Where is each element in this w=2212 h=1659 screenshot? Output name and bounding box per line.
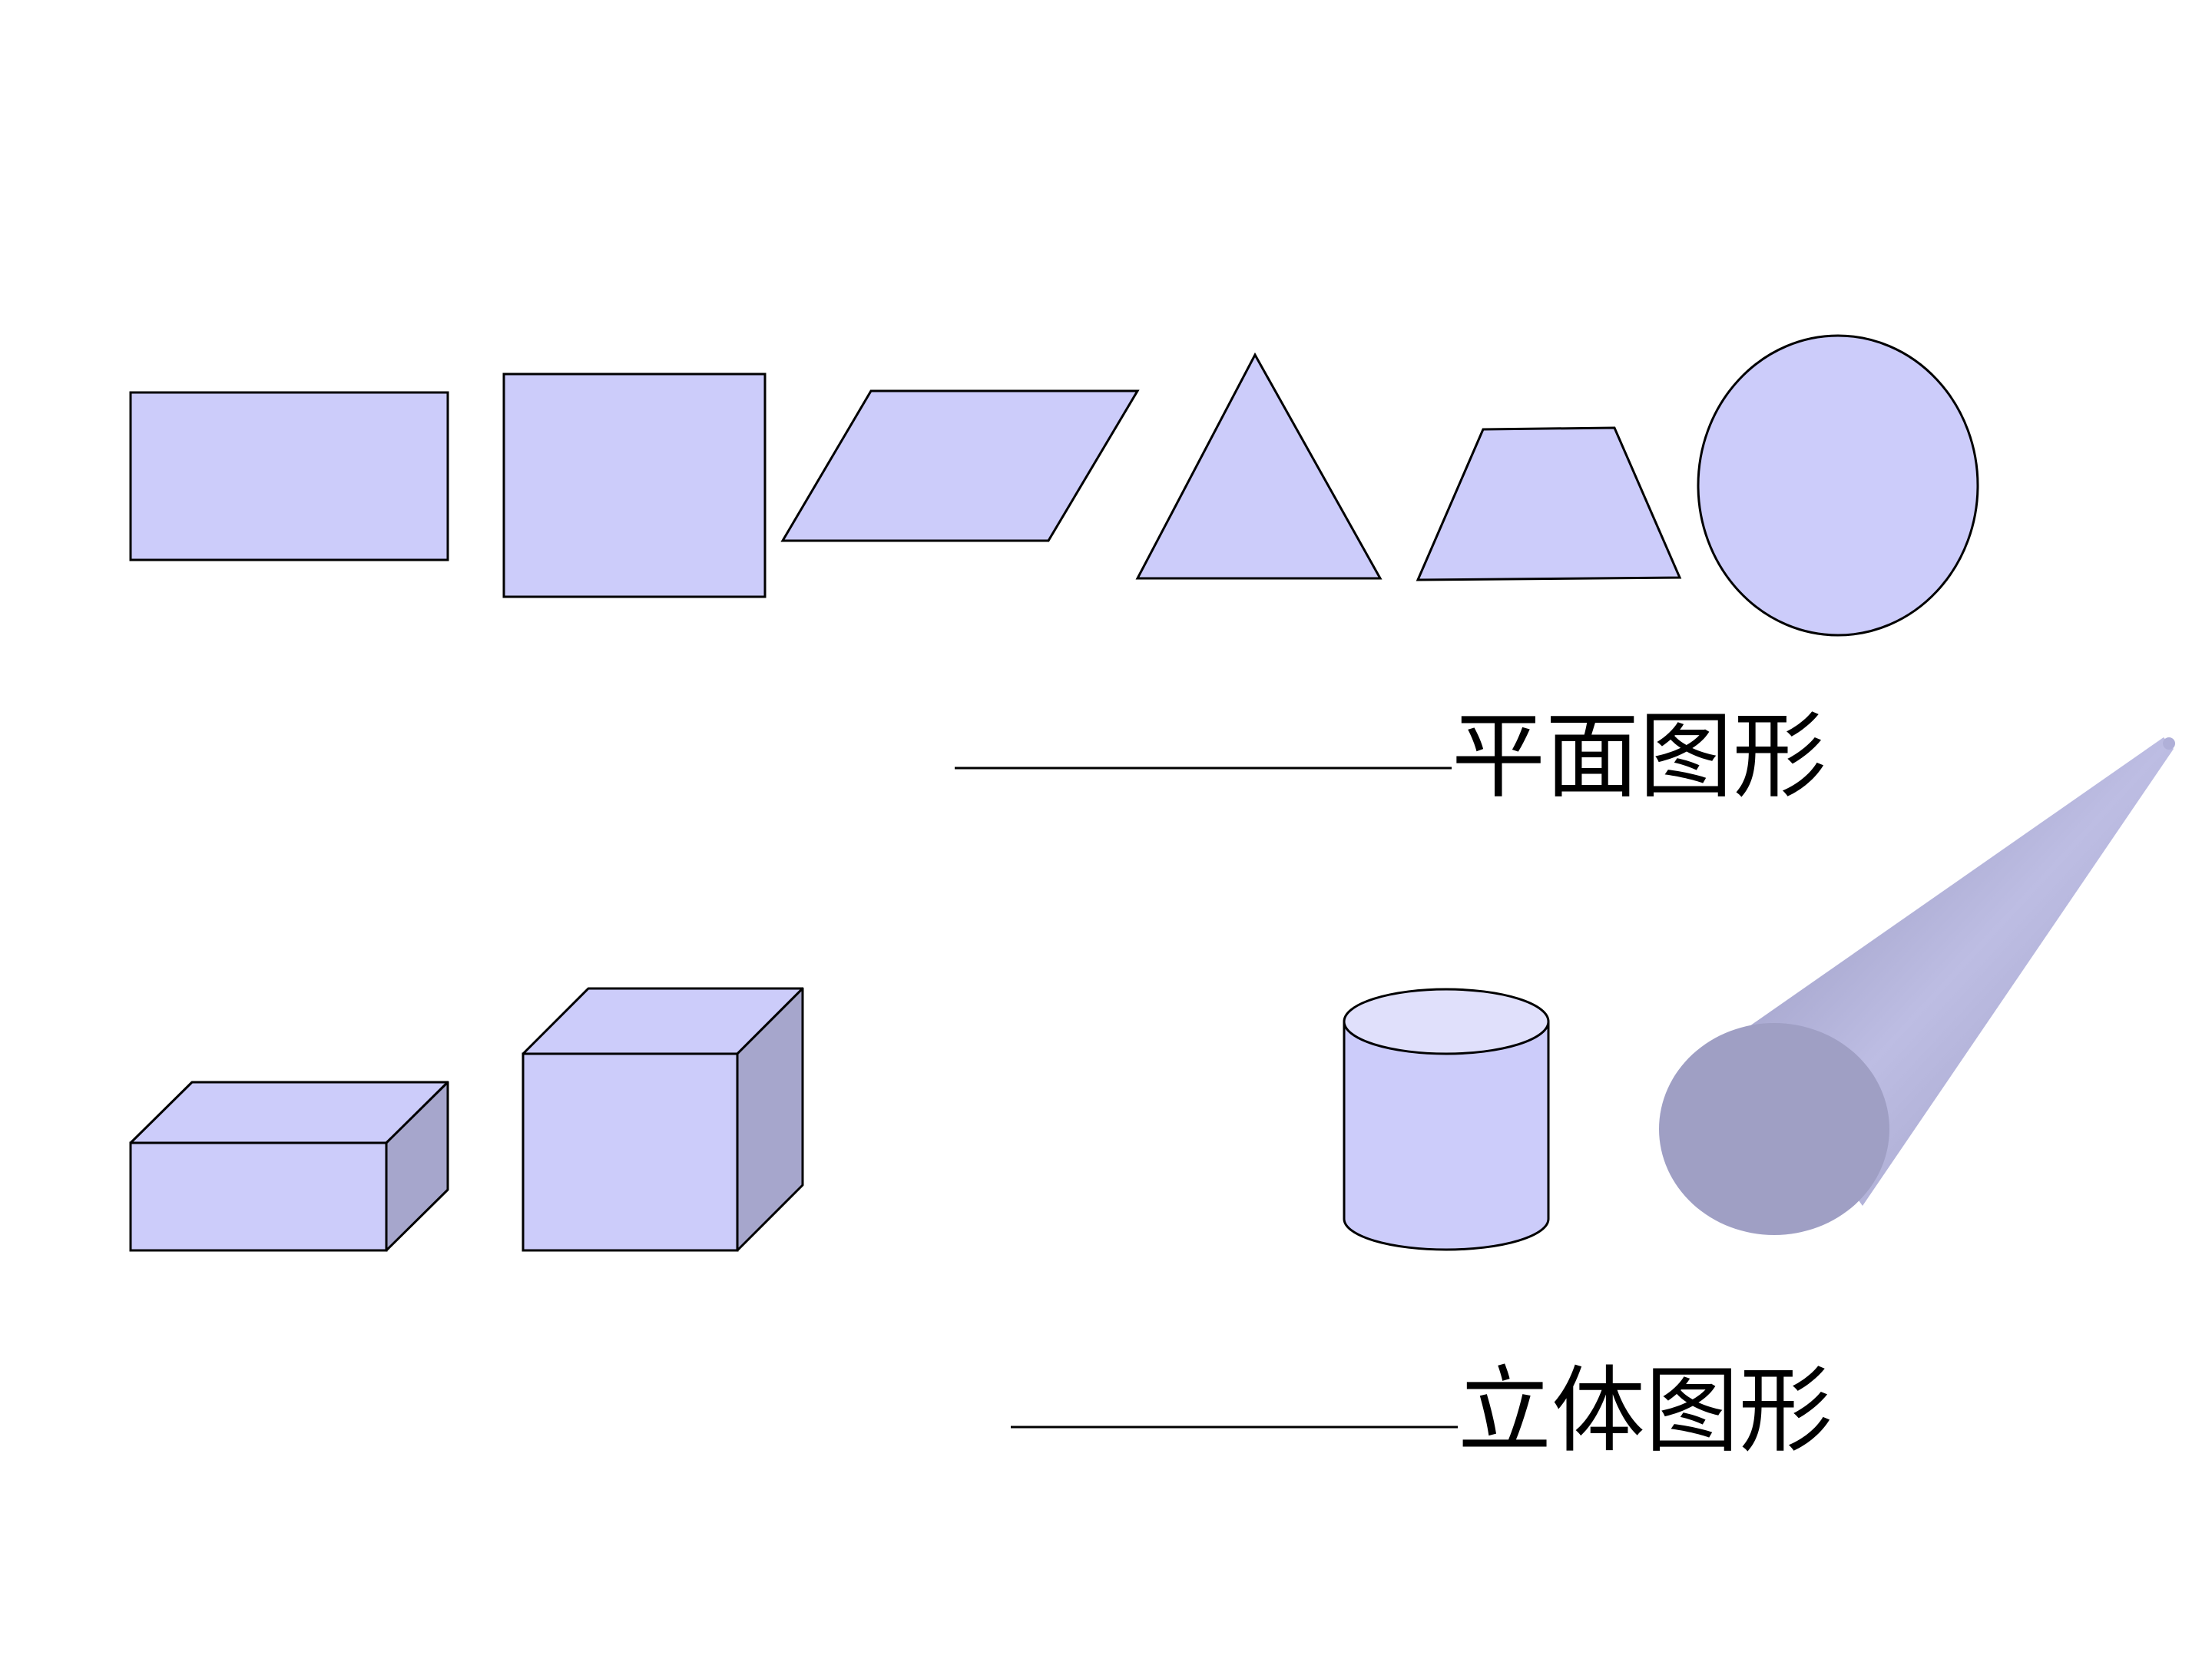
cube-shape [522,987,804,1252]
cylinder-side-view-shape [1659,737,2175,1235]
trapezoid-shape [1416,426,1682,581]
circle-shape [1697,334,1979,637]
cylinder-shape [1343,988,1550,1251]
cuboid-shape [129,1081,449,1252]
solid-figures-caption: 立体图形 [1458,1356,1833,1465]
triangle-shape [1135,352,1382,580]
rectangle-shape [129,391,449,561]
plane-figures-caption: 平面图形 [1452,702,1826,811]
square-shape [502,373,767,598]
parallelogram-shape [780,389,1140,542]
